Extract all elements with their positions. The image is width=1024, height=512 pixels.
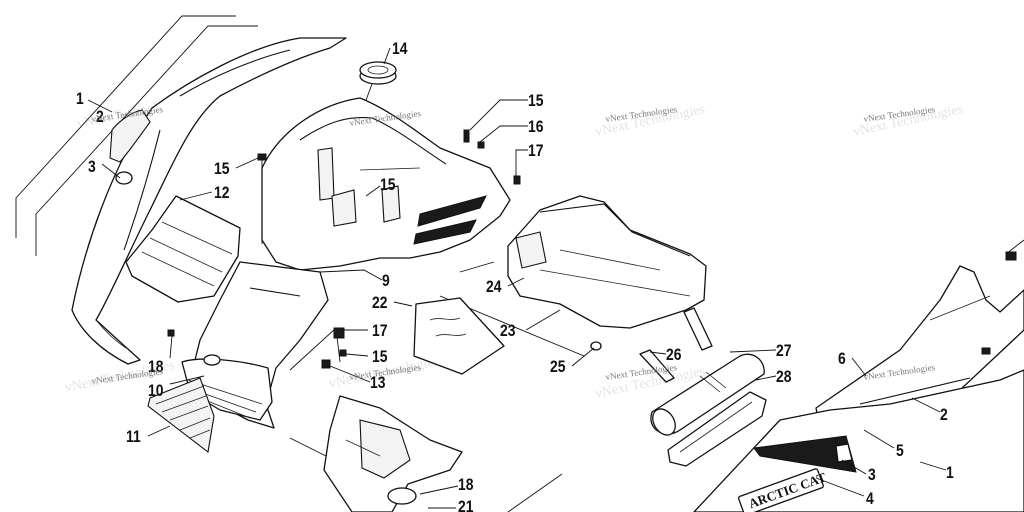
callout-15: 15 [528,92,544,111]
fasteners [167,129,1024,369]
callout-5: 5 [896,442,904,461]
callout-6: 6 [838,350,846,369]
callout-12: 12 [214,184,230,203]
callout-11: 11 [126,428,141,447]
callout-16: 16 [528,118,544,137]
callout-23: 23 [500,322,516,341]
callout-3: 3 [88,158,96,177]
holder-part-28 [667,391,767,467]
callout-17: 17 [528,142,543,161]
callout-1: 1 [76,90,84,109]
callout-leaders [87,47,947,509]
callout-9: 9 [382,272,390,291]
callout-3: 3 [868,466,876,485]
callout-25: 25 [550,358,566,377]
callout-10: 10 [148,382,163,401]
upper-hood [261,97,511,271]
callout-2: 2 [96,108,104,127]
right-side-panel: ARCTIC CAT [693,265,1024,512]
callout-18: 18 [458,476,474,495]
callout-2: 2 [940,406,948,425]
lower-bracket [323,395,463,512]
screen-part-11 [147,377,215,453]
lower-nose [181,261,329,429]
callout-14: 14 [392,40,408,59]
callout-13: 13 [370,374,386,393]
callout-15: 15 [214,160,230,179]
callout-15: 15 [372,348,388,367]
console-tray [507,195,707,351]
callout-labels: 1 2 3 12 14 15 15 15 15 16 17 17 9 22 23… [76,40,954,512]
tube-part-27 [650,353,765,436]
callout-1: 1 [946,464,954,483]
callout-15: 15 [380,176,396,195]
left-side-panel [71,37,347,365]
callout-28: 28 [776,368,792,387]
callout-24: 24 [486,278,502,297]
strap-part-26 [639,307,713,383]
callout-17: 17 [372,322,387,341]
callout-4: 4 [866,490,874,509]
vent-part-12 [125,195,241,303]
callout-21: 21 [458,498,474,512]
callout-27: 27 [776,342,791,361]
callout-22: 22 [372,294,388,313]
panel-part-22 [413,297,505,375]
callout-18: 18 [148,358,164,377]
callout-26: 26 [666,346,682,365]
